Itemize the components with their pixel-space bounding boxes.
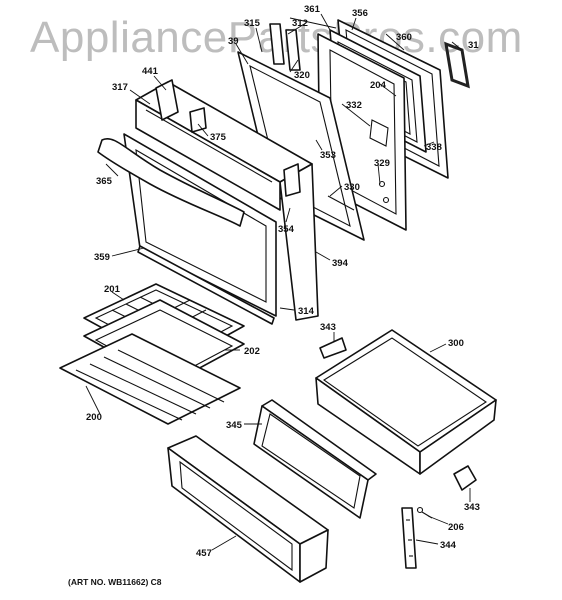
callout-344: 344 — [440, 540, 457, 551]
callout-343-top: 343 — [320, 322, 336, 333]
callout-365: 365 — [96, 176, 113, 187]
outer-door-body — [135, 79, 319, 321]
callout-300: 300 — [448, 338, 464, 349]
leader-lines — [85, 13, 471, 551]
callout-202: 202 — [244, 346, 260, 357]
callout-360: 360 — [396, 32, 412, 43]
callout-338: 338 — [426, 142, 442, 153]
callout-204: 204 — [370, 80, 387, 91]
drawer-body — [315, 329, 497, 475]
callout-361: 361 — [304, 4, 321, 15]
callout-332: 332 — [346, 100, 362, 111]
callout-354: 354 — [278, 224, 295, 235]
callout-labels: 361 356 315 312 39 360 31 320 441 204 31… — [86, 4, 480, 559]
callout-356: 356 — [352, 8, 368, 19]
callout-457: 457 — [196, 548, 212, 559]
door-hinge-rails — [269, 17, 337, 71]
callout-317: 317 — [112, 82, 128, 93]
door-handle — [97, 137, 245, 227]
callout-329: 329 — [374, 158, 390, 169]
callout-31: 31 — [468, 40, 479, 51]
door-bottom-trim — [137, 245, 275, 325]
callout-441: 441 — [142, 66, 159, 77]
callout-345: 345 — [226, 420, 243, 431]
oven-rack — [59, 333, 241, 425]
callout-394: 394 — [332, 258, 349, 269]
drawer-rail — [401, 507, 417, 569]
callout-200: 200 — [86, 412, 102, 423]
callout-314: 314 — [298, 306, 315, 317]
drawer-glide-right — [453, 465, 477, 491]
callout-315: 315 — [244, 18, 261, 29]
drawer-front-frame — [253, 399, 377, 519]
callout-39: 39 — [228, 36, 239, 47]
callout-343-bottom: 343 — [464, 502, 480, 513]
callout-359: 359 — [94, 252, 110, 263]
callout-320: 320 — [294, 70, 310, 81]
art-number: (ART NO. WB11662) C8 — [68, 577, 162, 587]
drawer-front-panel — [167, 435, 329, 583]
callout-206: 206 — [448, 522, 464, 533]
drawer-glide-left — [319, 337, 347, 359]
callout-201: 201 — [104, 284, 121, 295]
door-gasket — [444, 41, 470, 89]
callout-375: 375 — [210, 132, 227, 143]
callout-312: 312 — [292, 18, 308, 29]
callout-330: 330 — [344, 182, 360, 193]
callout-353: 353 — [320, 150, 336, 161]
